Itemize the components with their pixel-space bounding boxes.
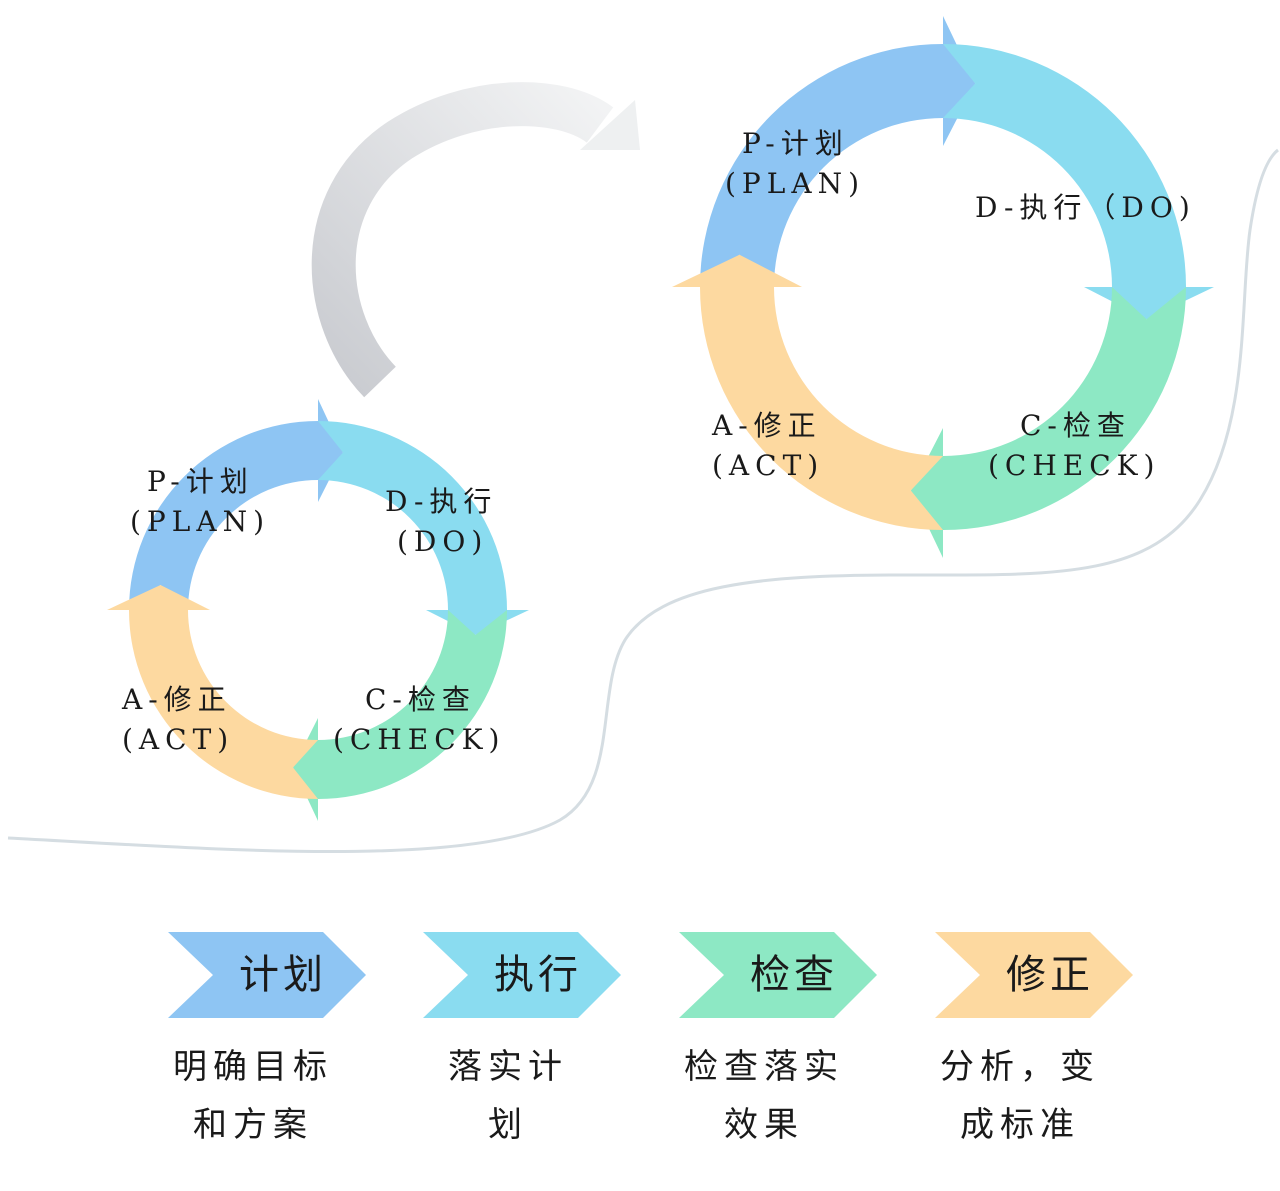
- wave-line: [7, 148, 1279, 853]
- small-cycle-act-arrow: [107, 585, 318, 799]
- step-title: 执行: [494, 952, 582, 998]
- large-cycle-plan-arrow: [700, 16, 976, 287]
- small-cycle-check-arrow: [293, 610, 507, 821]
- large-cycle-check-label: (CHECK): [988, 449, 1161, 482]
- step-description: 和方案: [193, 1105, 313, 1145]
- large-cycle-plan-label: P-计划: [742, 127, 849, 160]
- step-description: 划: [488, 1105, 528, 1145]
- small-cycle-do-arrow: [318, 421, 529, 635]
- step-description: 检查落实: [684, 1047, 844, 1087]
- step-chevron-act: [935, 932, 1133, 1018]
- large-cycle-check-label: C-检查: [1020, 409, 1131, 442]
- step-description: 成标准: [960, 1105, 1080, 1145]
- large-cycle-do-label: D-执行（DO): [975, 191, 1196, 224]
- large-cycle-plan-label: (PLAN): [725, 167, 866, 200]
- small-cycle-check-label: (CHECK): [333, 723, 506, 756]
- step-title: 检查: [750, 952, 838, 998]
- large-cycle-act-label: (ACT): [712, 449, 825, 482]
- connector-arrow: [311, 82, 640, 398]
- small-cycle-plan-label: P-计划: [147, 465, 254, 498]
- small-cycle-act-label: (ACT): [122, 723, 235, 756]
- step-chevron-do: [423, 932, 621, 1018]
- large-cycle-act-label: A-修正: [712, 409, 822, 442]
- small-cycle-plan-label: (PLAN): [130, 505, 271, 538]
- step-description: 明确目标: [173, 1047, 333, 1087]
- large-cycle-act-arrow: [672, 254, 943, 531]
- step-chevron-check: [679, 932, 877, 1018]
- step-description: 效果: [724, 1105, 804, 1145]
- small-cycle-act-label: A-修正: [122, 683, 232, 716]
- step-title: 修正: [1006, 952, 1094, 998]
- step-description: 落实计: [448, 1047, 568, 1087]
- step-title: 计划: [239, 952, 327, 998]
- large-cycle-check-arrow: [910, 287, 1186, 558]
- small-cycle-plan-arrow: [129, 399, 343, 610]
- small-cycle-do-label: (DO): [397, 525, 489, 558]
- step-chevron-plan: [168, 932, 366, 1018]
- large-cycle-do-arrow: [943, 44, 1214, 320]
- small-cycle-do-label: D-执行: [385, 485, 498, 518]
- step-description: 分析，变: [940, 1047, 1100, 1087]
- small-cycle-check-label: C-检查: [365, 683, 476, 716]
